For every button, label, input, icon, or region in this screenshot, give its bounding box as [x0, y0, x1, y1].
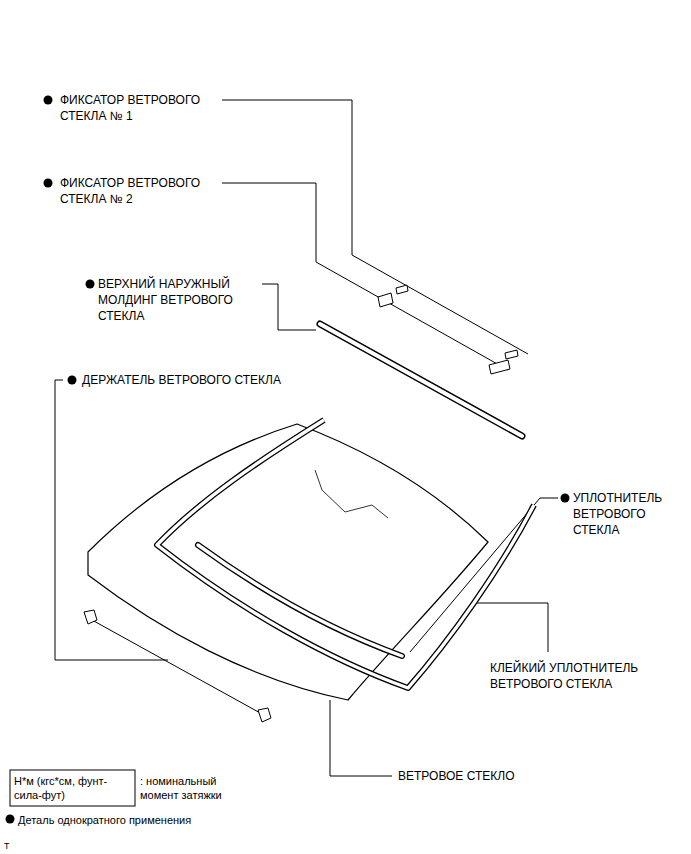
- leader-line: [472, 603, 548, 652]
- part-name: ДЕРЖАТЕЛЬ ВЕТРОВОГО СТЕКЛА: [82, 372, 382, 388]
- molding-strip: [320, 324, 522, 436]
- part-name: УПЛОТНИТЕЛЬ ВЕТРОВОГО СТЕКЛА: [573, 490, 681, 538]
- legend-text: Н*м (кгс*см, фунт-сила-фут): [14, 774, 132, 802]
- single-use-bullet: [68, 376, 77, 385]
- torque-box: [10, 770, 135, 806]
- windshield-seal: [198, 545, 402, 656]
- molding-strip: [320, 324, 522, 436]
- leader-line: [222, 183, 508, 370]
- part-name: ВЕРХНИЙ НАРУЖНЫЙ МОЛДИНГ ВЕТРОВОГО СТЕКЛ…: [98, 276, 273, 324]
- leader-line: [330, 700, 392, 776]
- legend-text: Деталь однократного применения: [18, 812, 318, 828]
- legend-bullet: [6, 815, 15, 824]
- part-name: ВЕТРОВОЕ СТЕКЛО: [398, 768, 598, 784]
- adhesive-seal: [157, 420, 534, 688]
- legend-text: : номинальный момент затяжки: [140, 774, 240, 802]
- windshield-glass: [88, 424, 488, 700]
- part-name: ФИКСАТОР ВЕТРОВОГО СТЕКЛА № 2: [60, 175, 230, 207]
- fixator-tab: [396, 285, 408, 294]
- fixator-tab: [378, 293, 393, 307]
- page-mark: T: [4, 838, 24, 854]
- single-use-bullet: [44, 96, 53, 105]
- part-name: КЛЕЙКИЙ УПЛОТНИТЕЛЬ ВЕТРОВОГО СТЕКЛА: [490, 660, 685, 692]
- holder-clip: [258, 708, 271, 722]
- single-use-bullet: [44, 179, 53, 188]
- adhesive-seal: [157, 420, 534, 688]
- holder-clip: [84, 610, 97, 624]
- single-use-bullet: [86, 280, 95, 289]
- leader-line: [262, 284, 316, 330]
- leader-line: [222, 100, 528, 354]
- mirror-mount: [315, 470, 388, 518]
- fixator-tab: [489, 360, 510, 374]
- single-use-bullet: [561, 494, 570, 503]
- windshield-seal: [198, 545, 402, 656]
- fixator-tab: [505, 350, 518, 359]
- part-name: ФИКСАТОР ВЕТРОВОГО СТЕКЛА № 1: [60, 92, 230, 124]
